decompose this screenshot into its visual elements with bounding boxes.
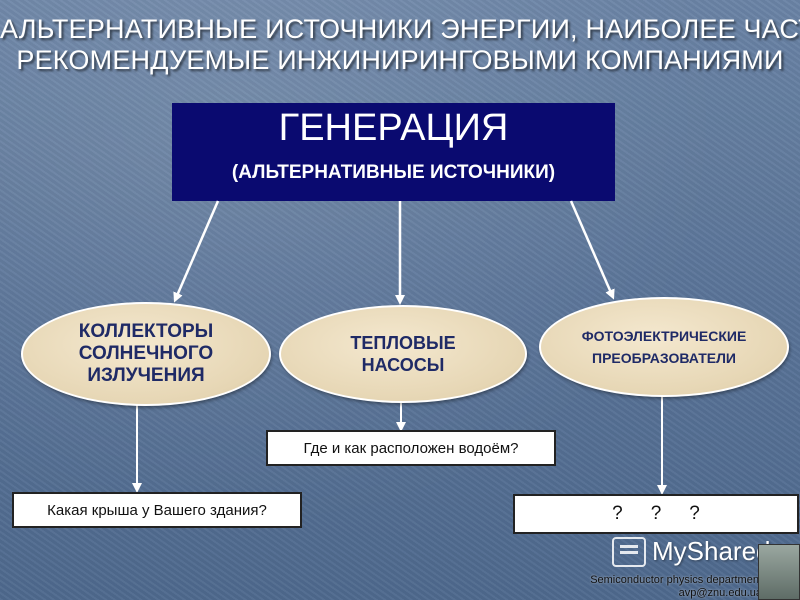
question-mark: ? [689, 503, 700, 524]
slide-title-line1: АЛЬТЕРНАТИВНЫЕ ИСТОЧНИКИ ЭНЕРГИИ, НАИБОЛ… [0, 14, 800, 44]
footer-department: Semiconductor physics department [590, 574, 762, 586]
slide-title-line2: РЕКОМЕНДУЕМЫЕ ИНЖИНИРИНГОВЫМИ КОМПАНИЯМИ [16, 45, 784, 75]
source-collectors: КОЛЛЕКТОРЫ СОЛНЕЧНОГО ИЗЛУЧЕНИЯ [21, 302, 271, 406]
question-mark: ? [612, 503, 623, 524]
question-heat-pumps-text: Где и как расположен водоём? [303, 439, 519, 457]
logo-text: MyShared [652, 536, 771, 566]
question-collectors: Какая крыша у Вашего здания? [12, 492, 302, 528]
question-mark: ? [650, 503, 662, 524]
question-heat-pumps: Где и как расположен водоём? [266, 430, 556, 466]
source-collectors-label: КОЛЛЕКТОРЫ СОЛНЕЧНОГО ИЗЛУЧЕНИЯ [78, 321, 214, 386]
myshared-logo[interactable]: MyShared [612, 536, 771, 567]
question-collectors-text: Какая крыша у Вашего здания? [47, 501, 267, 519]
corner-thumbnail-image [758, 544, 800, 600]
source-photovoltaic: ФОТОЭЛЕКТРИЧЕСКИЕ ПРЕОБРАЗОВАТЕЛИ [539, 297, 789, 397]
footer-email: avp@znu.edu.ua [678, 587, 762, 599]
presentation-icon [612, 536, 646, 567]
arrow-to-photovoltaic [569, 200, 615, 300]
generation-subtitle: (АЛЬТЕРНАТИВНЫЕ ИСТОЧНИКИ) [231, 162, 556, 183]
footer-credits: Semiconductor physics department avp@znu… [590, 574, 762, 600]
source-photovoltaic-label: ФОТОЭЛЕКТРИЧЕСКИЕ ПРЕОБРАЗОВАТЕЛИ [581, 328, 747, 366]
source-heat-pumps: ТЕПЛОВЫЕ НАСОСЫ [279, 305, 527, 403]
slide-title: АЛЬТЕРНАТИВНЫЕ ИСТОЧНИКИ ЭНЕРГИИ, НАИБОЛ… [0, 14, 800, 76]
generation-box: ГЕНЕРАЦИЯ (АЛЬТЕРНАТИВНЫЕ ИСТОЧНИКИ) [172, 103, 615, 201]
question-photovoltaic: ? ? ? [513, 494, 799, 534]
generation-title: ГЕНЕРАЦИЯ [278, 107, 509, 149]
arrow-to-collectors [173, 200, 220, 303]
source-heat-pumps-label: ТЕПЛОВЫЕ НАСОСЫ [350, 333, 456, 375]
